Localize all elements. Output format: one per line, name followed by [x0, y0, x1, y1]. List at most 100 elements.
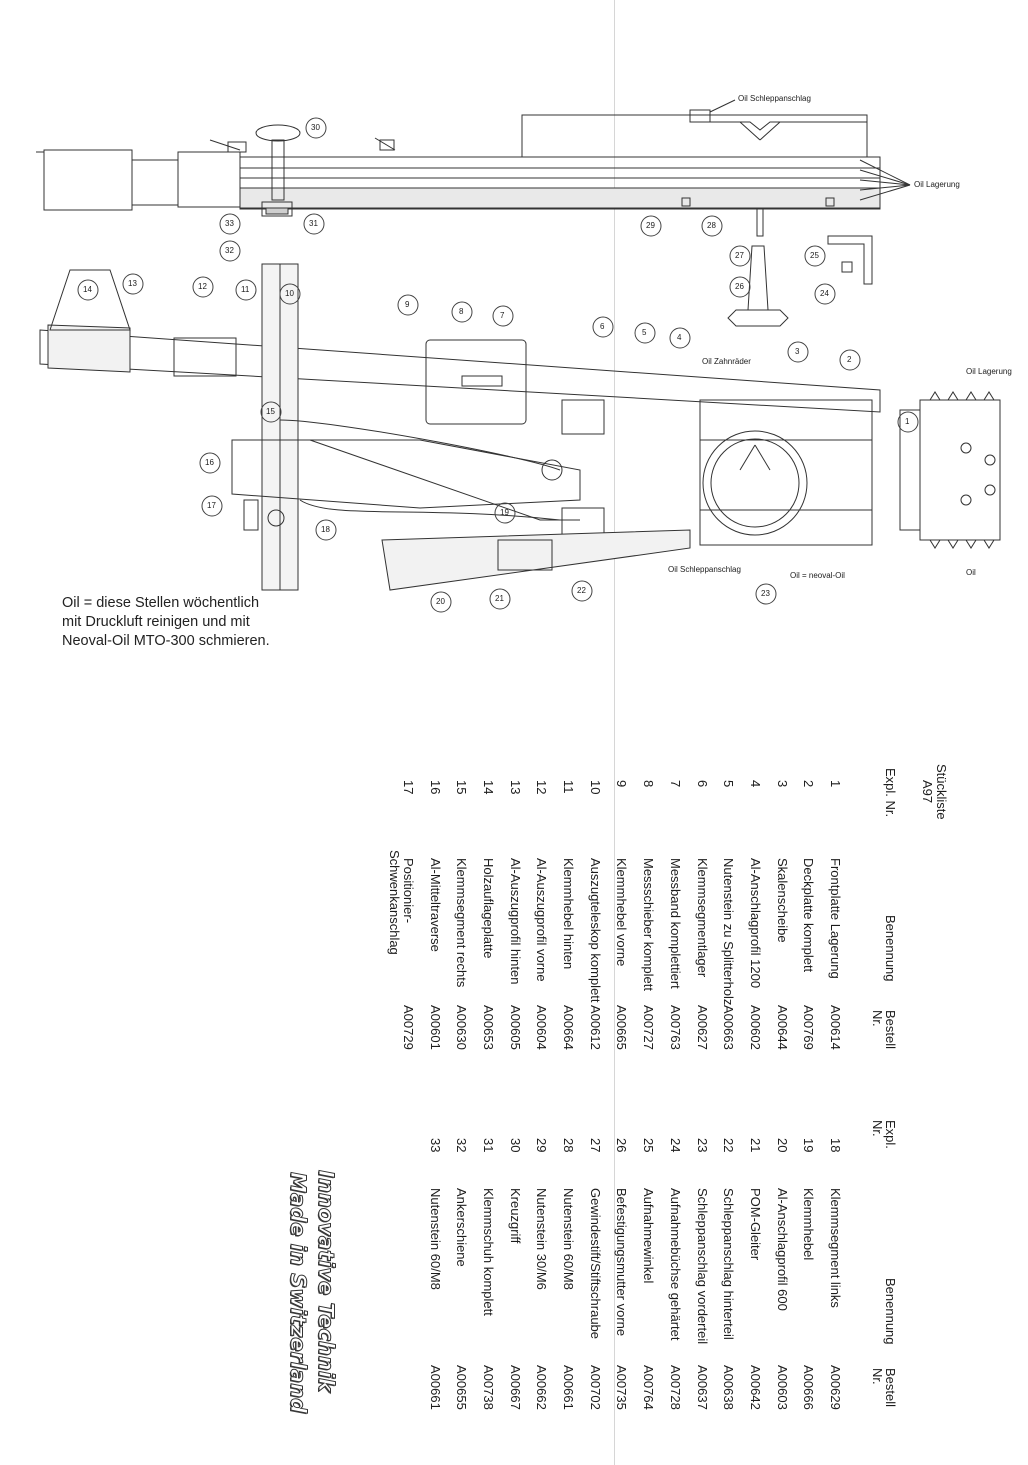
part-nr-8: 8 — [641, 780, 657, 788]
part-nr-22: 22 — [721, 1138, 737, 1153]
part-order-14: A00653 — [480, 1005, 496, 1050]
callout-13: 13 — [128, 279, 137, 288]
part-name-9: Klemmhebel vorne — [614, 858, 630, 967]
callout-24: 24 — [820, 289, 829, 298]
oil-right-bottom-label: Oil — [966, 568, 976, 577]
part-order-1: A00614 — [828, 1005, 843, 1050]
page-fold-line — [614, 0, 615, 1465]
callout-4: 4 — [677, 333, 682, 342]
brand-line-2: Made in Switzerland — [286, 1172, 311, 1414]
part-name-29: Nutenstein 30/M6 — [534, 1188, 550, 1290]
header-name-right: Benennung — [883, 1278, 898, 1345]
callout-6: 6 — [600, 322, 605, 331]
oil-lagerung-top-label: Oil Lagerung — [914, 180, 960, 189]
part-name-22: Schleppanschlag hinterteil — [721, 1188, 737, 1340]
header-order-right: Bestell Nr. — [870, 1368, 898, 1408]
callout-8: 8 — [459, 307, 464, 316]
part-nr-17: 17 — [400, 780, 416, 795]
part-nr-12: 12 — [534, 780, 550, 795]
callout-2: 2 — [847, 355, 852, 364]
part-name-12: Al-Auszugprofil vorne — [534, 858, 550, 982]
part-order-10: A00612 — [587, 1005, 603, 1050]
part-order-12: A00604 — [534, 1005, 550, 1050]
part-name-5: Nutenstein zu Splitterholz — [721, 858, 737, 1006]
part-nr-13: 13 — [507, 780, 523, 795]
parts-list-title: Stückliste — [934, 764, 949, 820]
part-nr-33: 33 — [427, 1138, 443, 1153]
part-nr-26: 26 — [614, 1138, 630, 1153]
brand-line-1: Innovative Technik — [314, 1170, 339, 1393]
oil-neoval-label: Oil = neoval-Oil — [790, 571, 845, 580]
part-order-24: A00728 — [667, 1365, 683, 1410]
part-nr-28: 28 — [561, 1138, 576, 1153]
part-order-33: A00661 — [427, 1365, 443, 1410]
part-name-23: Schleppanschlag vorderteil — [694, 1188, 710, 1345]
part-name-31: Klemmschuh komplett — [480, 1188, 496, 1316]
callout-29: 29 — [646, 221, 655, 230]
part-name-32: Ankerschiene — [454, 1188, 470, 1267]
oil-schleppanschlag-top-label: Oil Schleppanschlag — [738, 94, 811, 103]
oil-maintenance-note: Oil = diese Stellen wöchentlich mit Druc… — [62, 594, 270, 651]
part-order-27: A00702 — [587, 1365, 603, 1410]
callout-27: 27 — [735, 251, 744, 260]
part-order-28: A00661 — [561, 1365, 576, 1410]
part-name-7: Messband komplettiert — [667, 858, 683, 989]
part-name-18: Klemmsegment links — [828, 1188, 843, 1308]
callout-14: 14 — [83, 285, 92, 294]
part-name-8: Messschieber komplett — [641, 858, 657, 991]
callout-32: 32 — [225, 246, 234, 255]
callout-12: 12 — [198, 282, 207, 291]
part-order-15: A00630 — [454, 1005, 470, 1050]
part-order-4: A00602 — [747, 1005, 763, 1050]
part-nr-14: 14 — [480, 780, 496, 795]
part-order-7: A00763 — [667, 1005, 683, 1050]
callout-5: 5 — [642, 328, 647, 337]
part-order-29: A00662 — [534, 1365, 550, 1410]
part-nr-20: 20 — [774, 1138, 790, 1153]
part-order-22: A00638 — [721, 1365, 737, 1410]
part-name-25: Aufnahmewinkel — [641, 1188, 657, 1284]
top-assembly — [36, 99, 911, 327]
callout-15: 15 — [266, 407, 275, 416]
exploded-view-drawing — [36, 99, 1001, 613]
callout-22: 22 — [577, 586, 586, 595]
part-name-28: Nutenstein 60/M8 — [561, 1188, 576, 1290]
part-nr-25: 25 — [641, 1138, 657, 1153]
part-nr-7: 7 — [667, 780, 683, 788]
part-nr-18: 18 — [828, 1138, 843, 1153]
part-nr-31: 31 — [480, 1138, 496, 1153]
callout-26: 26 — [735, 282, 744, 291]
part-order-23: A00637 — [694, 1365, 710, 1410]
part-nr-5: 5 — [721, 780, 737, 788]
part-name-6: Klemmsegmentlager — [694, 858, 710, 978]
header-nr-left: Expl. Nr. — [883, 768, 898, 818]
part-order-25: A00764 — [641, 1365, 657, 1410]
header-name-left: Benennung — [883, 915, 898, 982]
callout-10: 10 — [285, 289, 294, 298]
callout-28: 28 — [707, 221, 716, 230]
part-order-11: A00664 — [561, 1005, 576, 1050]
oil-zahnraeder-label: Oil Zahnräder — [702, 357, 751, 366]
part-name-15: Klemmsegment rechts — [454, 858, 470, 988]
part-name-3: Skalenscheibe — [774, 858, 790, 943]
part-order-8: A00727 — [641, 1005, 657, 1050]
callout-7: 7 — [500, 311, 505, 320]
parts-list-model: A97 — [920, 780, 935, 804]
header-order-left: Bestell Nr. — [870, 1010, 898, 1050]
callout-21: 21 — [495, 594, 504, 603]
part-name-10: Auszugteleskop komplett — [587, 858, 603, 1003]
part-name-26: Befestigungsmutter vorne — [614, 1188, 630, 1337]
part-nr-1: 1 — [828, 780, 843, 788]
callout-11: 11 — [241, 285, 250, 294]
part-name-1: Frontplatte Lagerung — [828, 858, 843, 979]
callout-23: 23 — [761, 589, 770, 598]
callout-33: 33 — [225, 219, 234, 228]
part-name-27: Gewindestift/Stiftschraube — [587, 1188, 603, 1340]
part-nr-24: 24 — [667, 1138, 683, 1153]
part-nr-10: 10 — [587, 780, 603, 795]
header-nr-right: Expl. Nr. — [870, 1120, 898, 1149]
callout-9: 9 — [405, 300, 410, 309]
callout-17: 17 — [207, 501, 216, 510]
callout-31: 31 — [309, 219, 318, 228]
